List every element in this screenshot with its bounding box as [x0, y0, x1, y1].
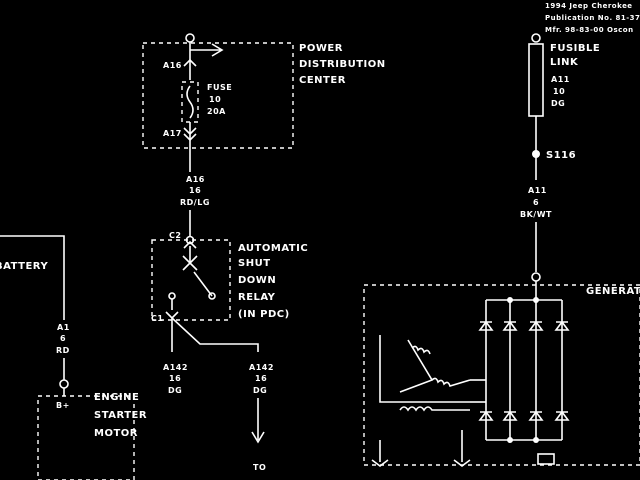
pdc-title: POWER DISTRIBUTION CENTER: [299, 43, 386, 86]
wire-a11-color: BK/WT: [520, 210, 552, 219]
asd-title-line-2: SHUT: [238, 258, 271, 269]
header-line-2: Publication No. 81-37: [545, 14, 640, 22]
wire-a142-left-color: DG: [168, 386, 182, 395]
pdc-title-line-2: DISTRIBUTION: [299, 59, 386, 70]
fuse-label-line-2: 10: [209, 95, 221, 104]
diode-icon: [478, 410, 494, 421]
fusible-link-color: DG: [551, 99, 565, 108]
asd-title-line-1: AUTOMATIC: [238, 243, 308, 254]
asd-pin-top: C2: [169, 231, 181, 240]
fuse-element-icon: [186, 85, 194, 119]
starter-pin: B+: [56, 401, 70, 410]
winding-coil-icon: [399, 406, 470, 412]
diode-icon: [528, 320, 544, 331]
fuse-label-line-1: FUSE: [207, 83, 232, 92]
fusible-link-gauge: 10: [553, 87, 565, 96]
starter-label-line-1: ENGINE: [94, 392, 139, 403]
generator-label: GENERATOR: [586, 286, 640, 297]
asd-relay-title: AUTOMATIC SHUT DOWN RELAY (IN PDC): [238, 243, 308, 320]
header-line-1: 1994 Jeep Cherokee: [545, 2, 633, 10]
pdc-title-line-1: POWER: [299, 43, 343, 54]
starter-label-line-2: STARTER: [94, 410, 147, 421]
pdc-box: [142, 42, 294, 149]
relay-coil-icon: [182, 255, 198, 271]
diode-icon: [478, 320, 494, 331]
connector-chevron-icon: [183, 127, 197, 142]
field-terminal-chevron-icon: [371, 459, 389, 467]
fusible-link-code: A11: [551, 75, 570, 84]
diode-icon: [528, 410, 544, 421]
asd-title-line-5: (IN PDC): [238, 309, 290, 320]
wire-a142-right-color: DG: [253, 386, 267, 395]
header-line-3: Mfr. 98-83-00 Oscon: [545, 26, 634, 34]
stator-winding: [379, 335, 486, 412]
relay-terminal-top: [185, 235, 195, 245]
battery-label: BATTERY: [0, 261, 48, 272]
wire-a1-code: A1: [57, 323, 70, 332]
winding-coil-icon: [411, 345, 431, 355]
splice-label: S116: [546, 150, 576, 161]
starter-label-line-3: MOTOR: [94, 428, 138, 439]
wire-a1-gauge: 6: [60, 334, 66, 343]
fusible-link: [528, 43, 544, 117]
wire-a16-gauge: 16: [189, 186, 201, 195]
to-label: TO: [253, 463, 266, 472]
fuse-label-line-3: 20A: [207, 107, 226, 116]
wire-a11-code: A11: [528, 186, 547, 195]
splice-dot: [532, 150, 540, 158]
diode-icon: [502, 320, 518, 331]
ground-block: [537, 453, 555, 465]
pdc-title-line-3: CENTER: [299, 75, 346, 86]
connector-chevron-icon: [165, 311, 179, 320]
diode-icon: [554, 320, 570, 331]
field-terminal-chevron-icon: [453, 459, 471, 467]
diode-icon: [502, 410, 518, 421]
starter-box: [37, 395, 135, 480]
generator-box: [363, 284, 640, 466]
starter-terminal: [59, 379, 69, 389]
pdc-top-terminal: [185, 33, 195, 43]
asd-pin-bottom: C1: [151, 314, 163, 323]
asd-relay-box: [151, 239, 231, 321]
generator-terminal: [531, 272, 541, 282]
wire-down-arrow-icon: [251, 431, 265, 444]
pdc-pin-top: A16: [163, 61, 182, 70]
pdc-pin-bottom: A17: [163, 129, 182, 138]
relay-switch-contact: [193, 271, 213, 297]
fusible-link-top-terminal: [531, 33, 541, 43]
connector-chevron-icon: [183, 58, 197, 67]
rectifier-bridge: [478, 297, 570, 443]
winding-coil-icon: [431, 377, 471, 387]
wire-a142-left-gauge: 16: [169, 374, 181, 383]
fusible-link-label-line-1: FUSIBLE: [550, 43, 600, 54]
wire-a16-color: RD/LG: [180, 198, 210, 207]
connector-chevron-icon: [183, 240, 197, 249]
wire-a11-gauge: 6: [533, 198, 539, 207]
fusible-link-label-line-2: LINK: [550, 57, 579, 68]
asd-title-line-4: RELAY: [238, 292, 276, 303]
diode-icon: [554, 410, 570, 421]
wire-a142-right-gauge: 16: [255, 374, 267, 383]
wire-a1-color: RD: [56, 346, 70, 355]
wire-a142-left-code: A142: [163, 363, 188, 372]
wire-a16-code: A16: [186, 175, 205, 184]
asd-title-line-3: DOWN: [238, 275, 276, 286]
bus-arrow-icon: [190, 43, 224, 57]
wire-a142-right-code: A142: [249, 363, 274, 372]
